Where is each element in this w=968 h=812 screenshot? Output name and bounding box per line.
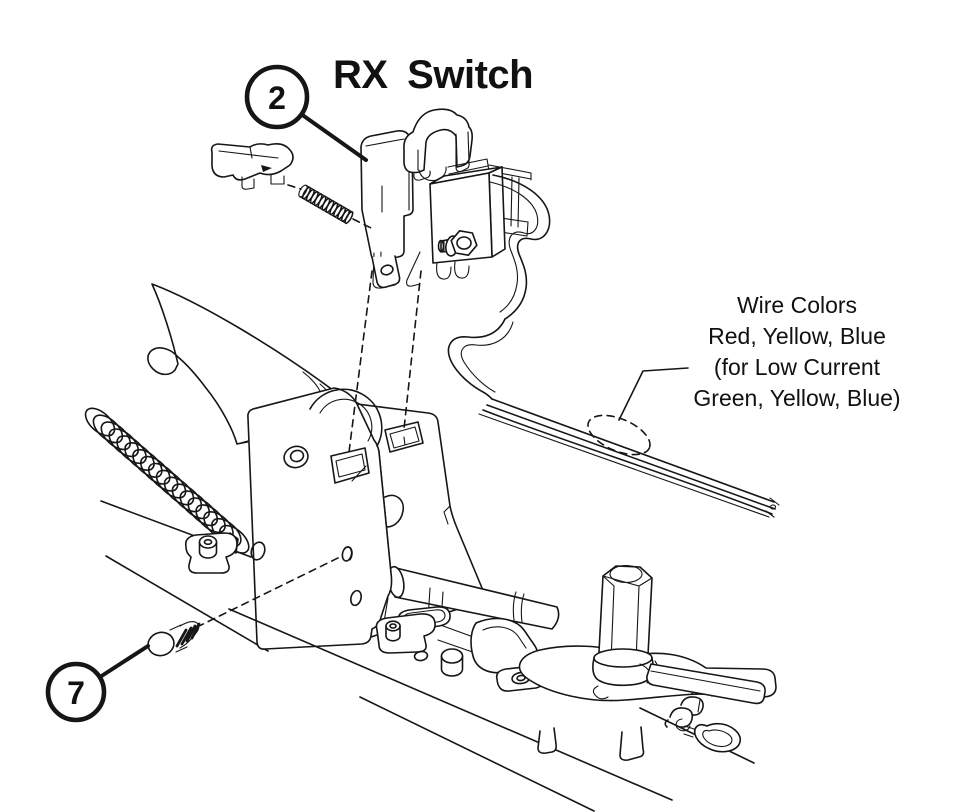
latch-part <box>210 143 294 190</box>
callout-7: 7 <box>45 644 150 723</box>
base-rail-lines <box>100 500 269 652</box>
wire-colors-highlight-ellipse <box>587 414 651 456</box>
loop-pin <box>675 718 742 753</box>
callout-7-number: 7 <box>67 675 85 711</box>
callout-2: 2 <box>244 64 368 162</box>
wire-colors-note: Wire Colors Red, Yellow, Blue (for Low C… <box>670 290 924 414</box>
hex-post <box>592 564 659 687</box>
wire-colors-leader-line <box>618 367 689 421</box>
pivot-arc <box>309 388 383 447</box>
callout-7-circle <box>45 661 107 723</box>
wire-colors-note-line: Green, Yellow, Blue) <box>693 385 901 411</box>
wire-colors-note-line: Wire Colors <box>736 292 858 318</box>
wire-bundle <box>447 174 780 518</box>
callout-2-circle <box>244 64 310 130</box>
retaining-bracket <box>646 663 766 713</box>
wire-colors-note-line: (for Low Current <box>713 354 881 380</box>
axle-cylinder <box>387 565 560 630</box>
projection-lines <box>348 270 422 453</box>
diagram-title: RX Switch <box>333 53 534 97</box>
wire-colors-note-line: Red, Yellow, Blue <box>708 323 886 349</box>
callout-2-number: 2 <box>268 80 286 116</box>
threaded-stud <box>287 184 372 229</box>
rx-switch-assembly <box>360 108 532 289</box>
